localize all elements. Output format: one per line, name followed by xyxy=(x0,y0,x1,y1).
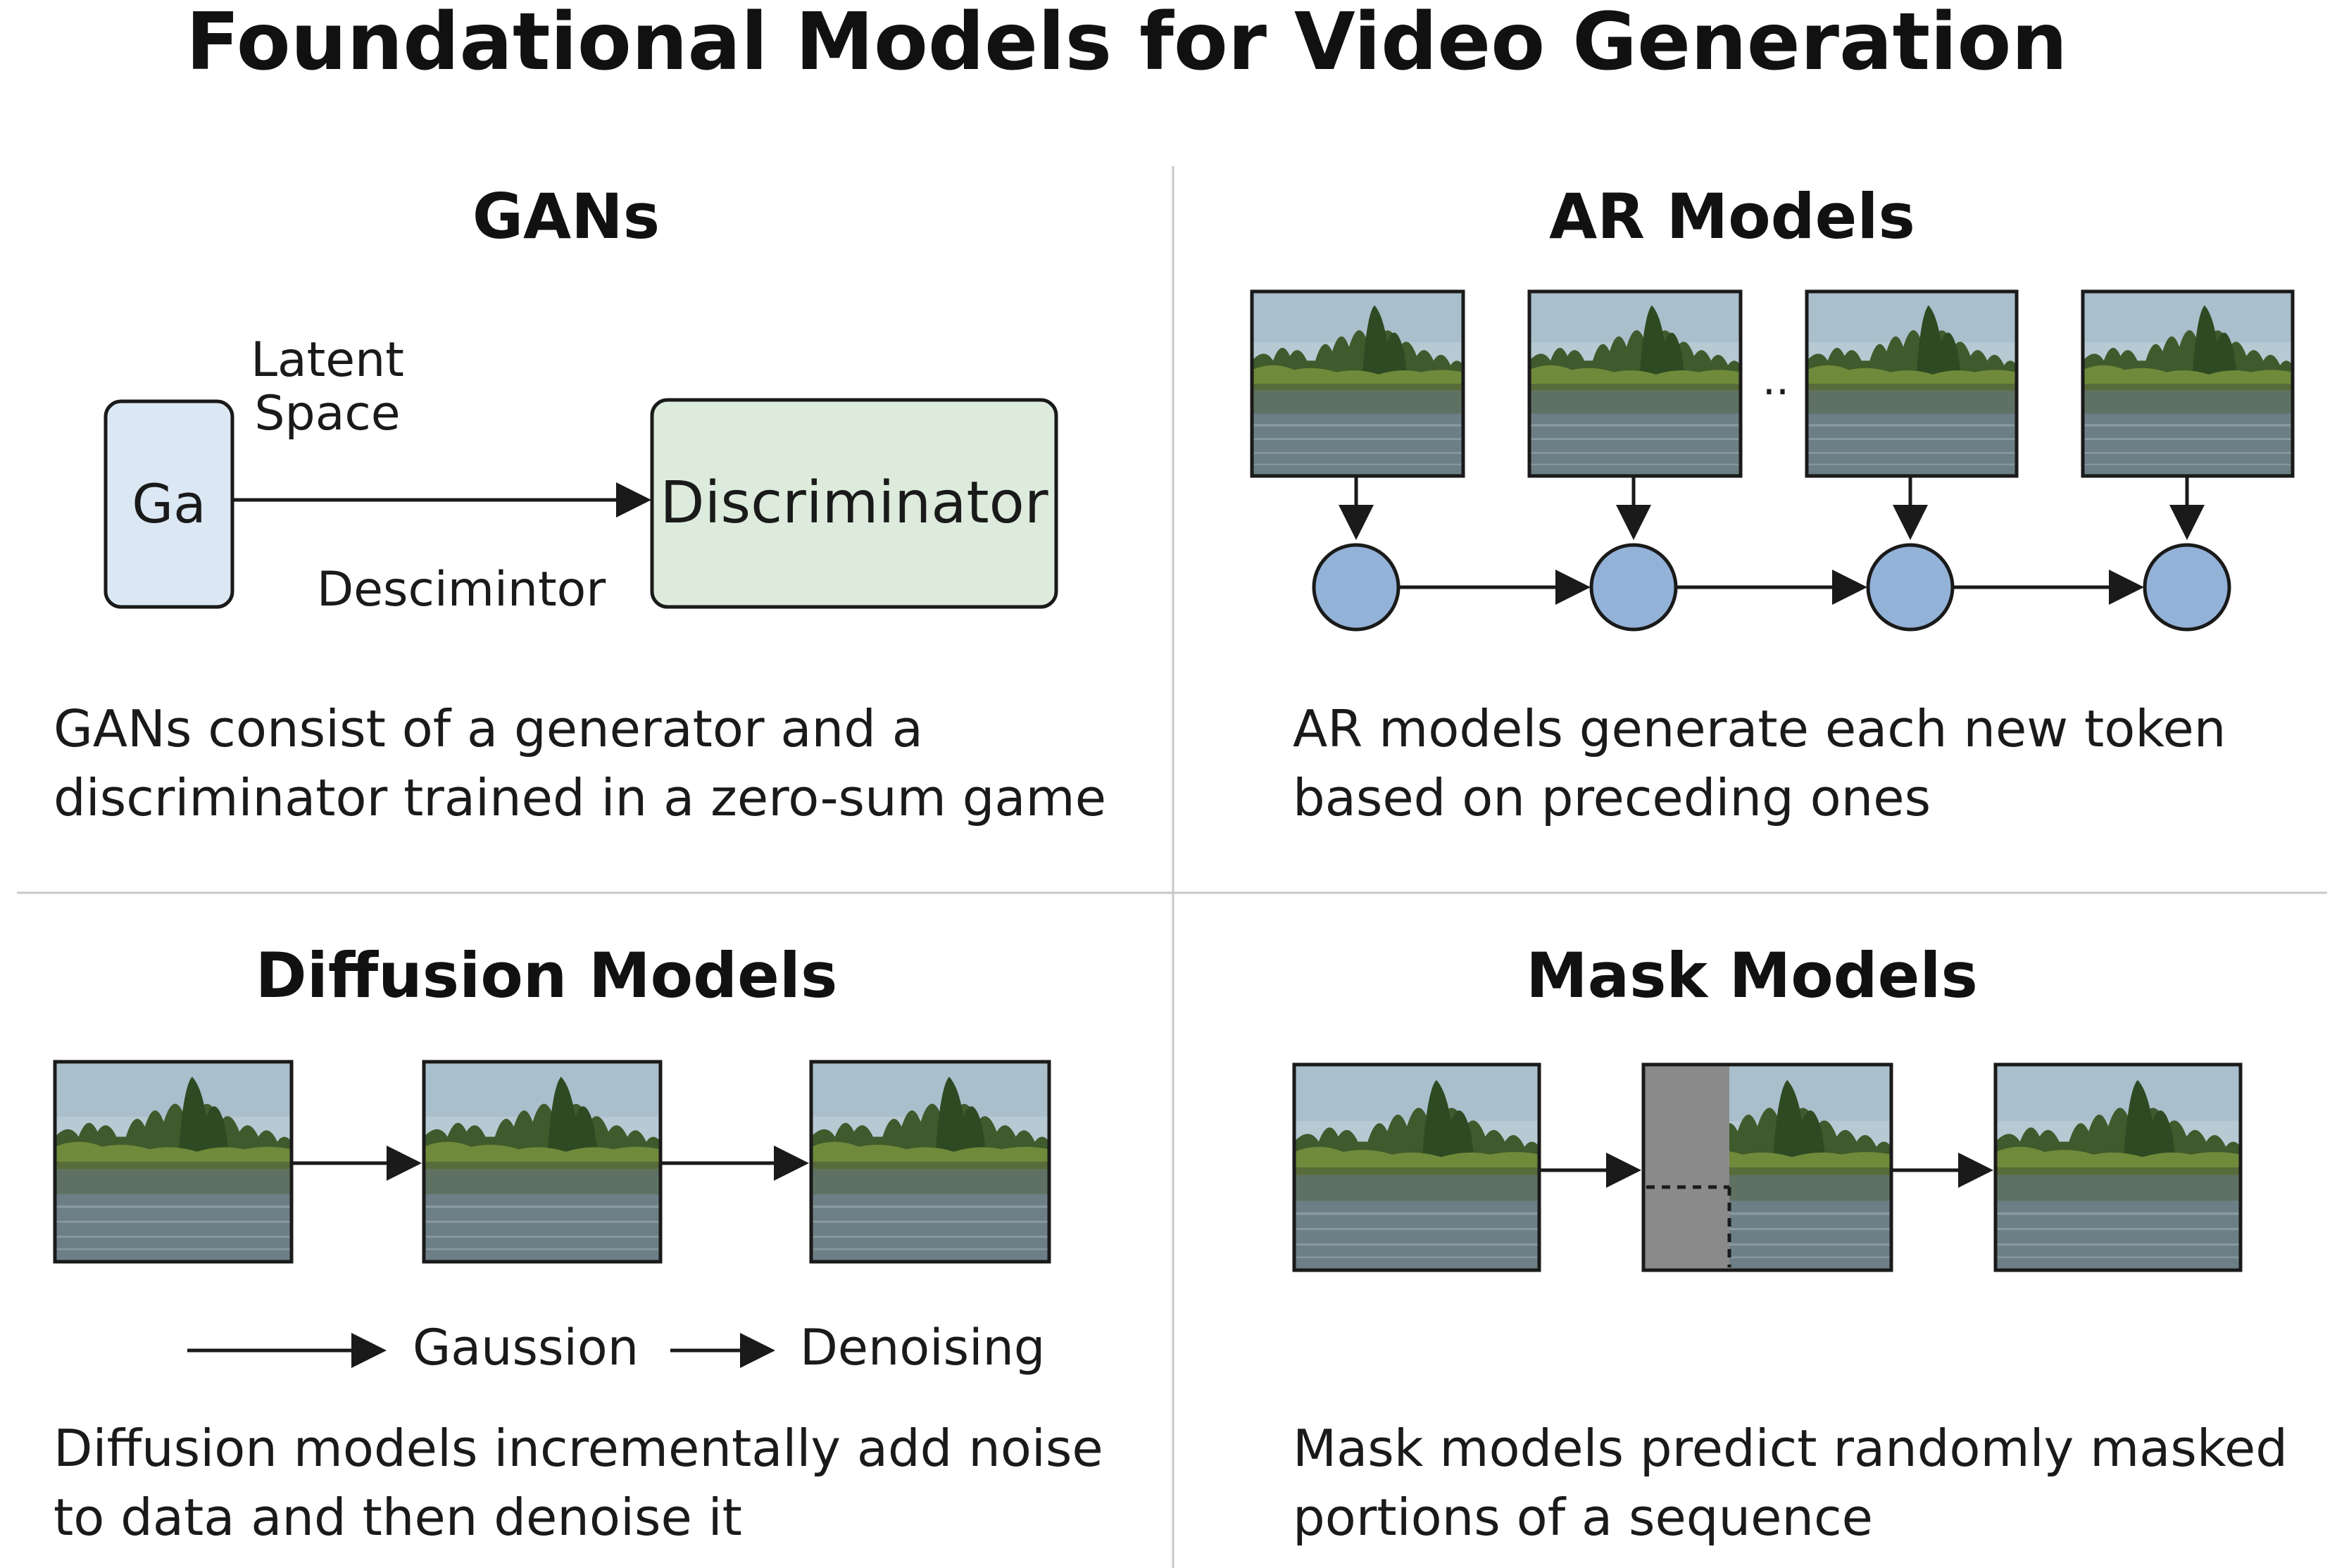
diffusion-section: Diffusion Models Gaussion Denoising Diff… xyxy=(53,939,1103,1547)
diffusion-frame xyxy=(53,1060,294,1264)
mask-output-frame xyxy=(1993,1062,2243,1272)
denoising-legend-label: Denoising xyxy=(800,1319,1045,1376)
ar-token-node xyxy=(1312,543,1401,632)
descimintor-label: Descimintor xyxy=(317,562,606,617)
ar-section: AR Models .. AR xyxy=(1250,180,2295,827)
ar-frame xyxy=(1805,289,2019,478)
discriminator-label: Discriminator xyxy=(660,470,1048,537)
masked-frame xyxy=(1641,1062,1893,1272)
ar-heading: AR Models xyxy=(1549,180,1915,253)
diffusion-frame xyxy=(809,1060,1051,1264)
mask-section: Mask Models Mask models predict randomly… xyxy=(1292,939,2288,1547)
diffusion-frame xyxy=(422,1060,663,1264)
ar-caption-line1: AR models generate each new token xyxy=(1293,699,2226,758)
ar-frame xyxy=(2081,289,2295,478)
ar-token-node xyxy=(1589,543,1678,632)
generator-label: Ga xyxy=(132,472,206,535)
discriminator-box xyxy=(650,398,1058,609)
gans-section: GANs Ga Latent Space Discriminator Desci… xyxy=(54,180,1106,827)
latent-space-label-line2: Space xyxy=(254,386,400,441)
ar-token-node xyxy=(2143,543,2231,632)
ar-frame xyxy=(1527,289,1743,478)
mask-caption-line1: Mask models predict randomly masked xyxy=(1293,1419,2288,1478)
page-title: Foundational Models for Video Generation xyxy=(186,0,2067,88)
mask-heading: Mask Models xyxy=(1526,939,1978,1012)
ar-ellipsis: .. xyxy=(1762,356,1789,405)
ar-frame xyxy=(1250,289,1465,478)
gans-heading: GANs xyxy=(472,180,660,253)
gans-caption-line2: discriminator trained in a zero-sum game xyxy=(54,768,1106,827)
ar-caption-line2: based on preceding ones xyxy=(1293,768,1931,827)
latent-space-label-line1: Latent xyxy=(251,332,404,388)
mask-input-frame xyxy=(1292,1062,1541,1272)
diffusion-caption-line2: to data and then denoise it xyxy=(54,1488,742,1547)
ar-token-node xyxy=(1866,543,1955,632)
generator-box xyxy=(104,399,234,609)
gaussian-legend-label: Gaussion xyxy=(413,1319,639,1376)
diffusion-caption-line1: Diffusion models incrementally add noise xyxy=(54,1419,1103,1478)
gans-caption-line1: GANs consist of a generator and a xyxy=(54,699,923,758)
mask-region xyxy=(1643,1065,1729,1270)
diffusion-heading: Diffusion Models xyxy=(256,939,838,1012)
mask-caption-line2: portions of a sequence xyxy=(1293,1488,1873,1547)
